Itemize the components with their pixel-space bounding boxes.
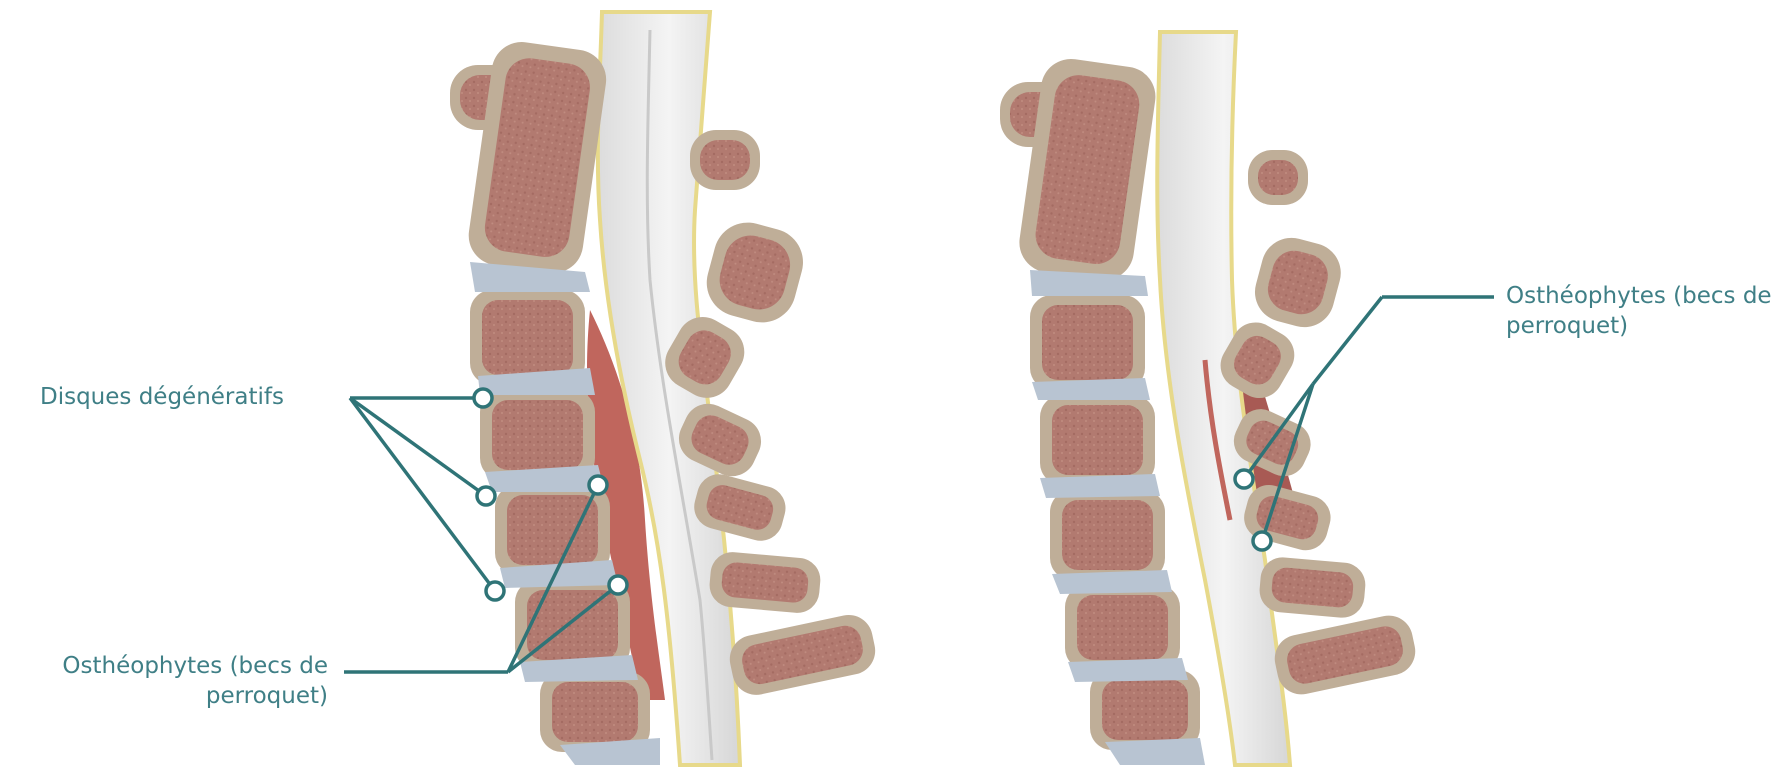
marker-osteo-left-2 (609, 576, 627, 594)
label-osteophytes-right: Osthéophytes (becs de perroquet) (1506, 281, 1776, 341)
marker-osteo-left-1 (589, 476, 607, 494)
label-disques-degeneratifs: Disques dégénératifs (40, 382, 284, 412)
marker-osteo-right-2 (1253, 532, 1271, 550)
left-spine (450, 12, 880, 765)
marker-disque-3 (486, 582, 504, 600)
marker-disque-2 (477, 487, 495, 505)
label-osteophytes-left: Osthéophytes (becs de perroquet) (18, 651, 328, 711)
right-spine (1000, 32, 1420, 765)
leader-disques-3 (350, 398, 495, 591)
marker-osteo-right-1 (1235, 470, 1253, 488)
leader-disques-2 (350, 398, 486, 496)
marker-disque-1 (474, 389, 492, 407)
